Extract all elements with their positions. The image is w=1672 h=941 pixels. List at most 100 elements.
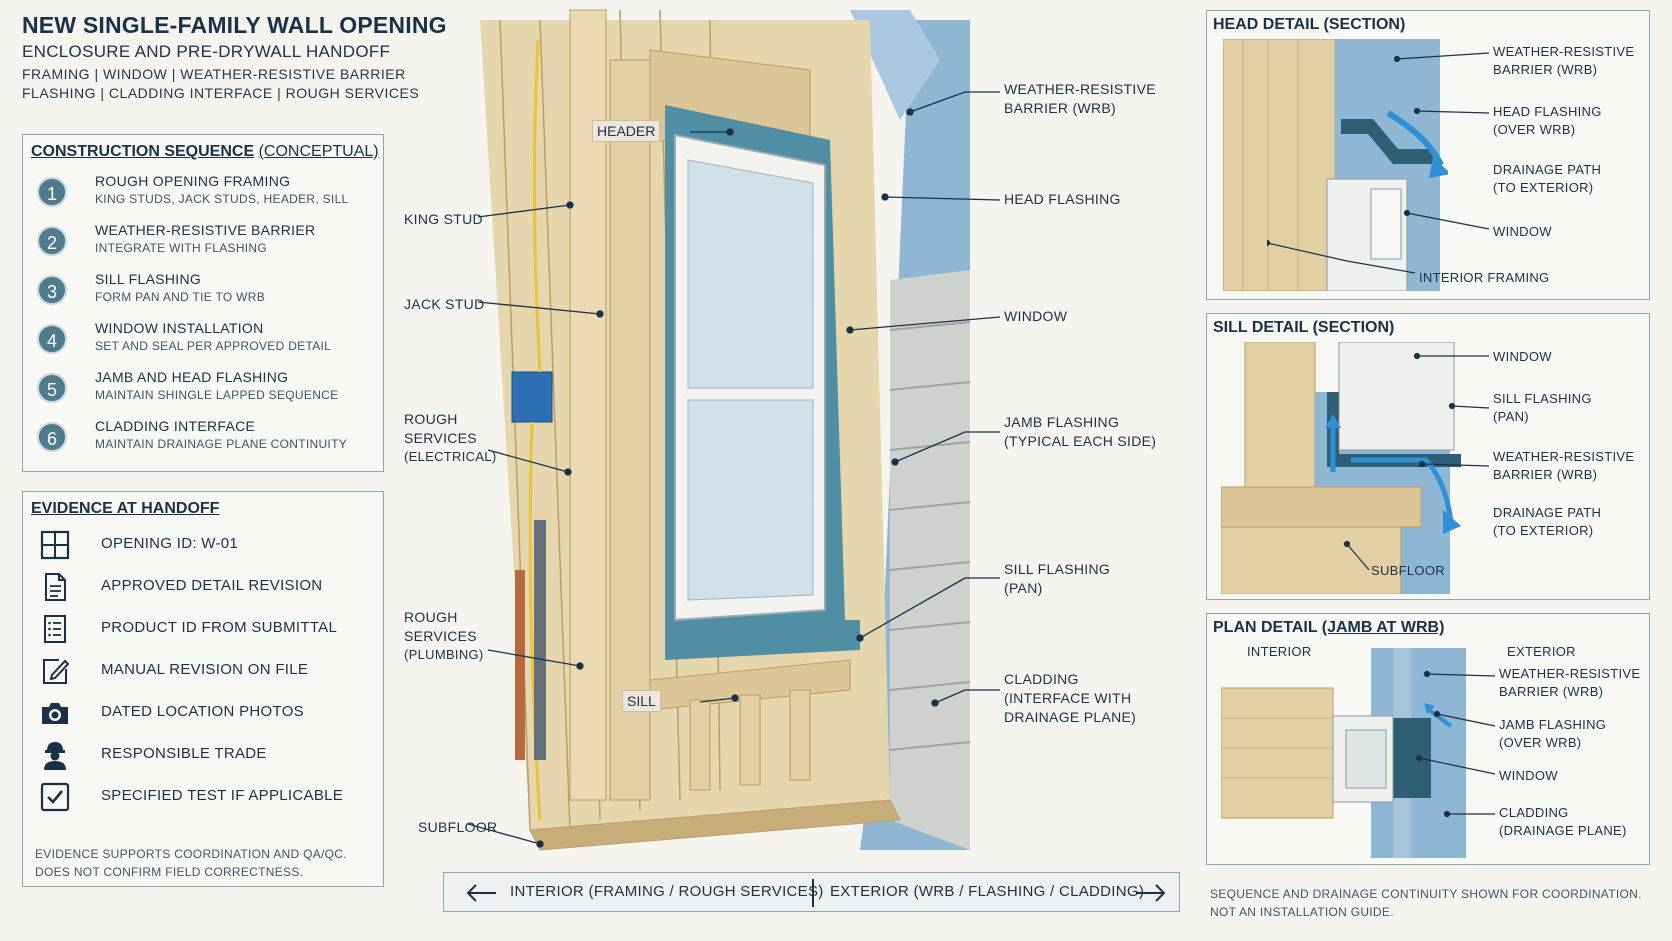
orientation-divider [812,879,814,907]
step-subtitle: SET AND SEAL PER APPROVED DETAIL [95,339,332,353]
rough-electrical-label-3: (ELECTRICAL) [404,449,497,464]
arrow-left-icon [466,884,496,902]
head-dp-label-1: DRAINAGE PATH [1493,162,1602,177]
interior-framing-block [1223,39,1336,291]
head-window-label: WINDOW [1493,224,1552,239]
sequence-step: 5 JAMB AND HEAD FLASHING MAINTAIN SHINGL… [37,367,357,411]
step-number: 3 [37,275,67,305]
scope-line-1: FRAMING | WINDOW | WEATHER-RESISTIVE BAR… [22,66,406,82]
hard-hat-worker-icon [44,742,66,770]
footer-note-1: SEQUENCE AND DRAINAGE CONTINUITY SHOWN F… [1210,887,1642,901]
head-hf-label-2: (OVER WRB) [1493,122,1576,137]
window-lower-sash [687,399,814,601]
step-title: CLADDING INTERFACE [95,418,256,434]
main-leader-lines [467,91,1001,848]
step-subtitle: FORM PAN AND TIE TO WRB [95,290,266,304]
scope-line-2: FLASHING | CLADDING INTERFACE | ROUGH SE… [22,85,420,101]
step-number: 4 [37,324,67,354]
evidence-title: EVIDENCE AT HANDOFF [31,500,220,517]
head-detail-drawing [1223,39,1448,291]
sequence-step: 2 WEATHER-RESISTIVE BARRIER INTEGRATE WI… [37,220,357,264]
cripple-studs [689,689,811,791]
evidence-label: OPENING ID: W-01 [101,535,239,552]
subfloor-label: SUBFLOOR [418,819,498,835]
sill-sf-label-2: (PAN) [1493,409,1529,424]
step-title: SILL FLASHING [95,271,202,287]
header-tag: HEADER [592,120,661,142]
jamb-flashing-label-1: JAMB FLASHING [1004,414,1120,430]
step-number: 6 [37,422,67,452]
wall-opening-illustration [480,9,971,851]
step-title: WINDOW INSTALLATION [95,320,264,336]
wrb-label-1: WEATHER-RESISTIVE [1004,81,1156,97]
exterior-orientation-label: EXTERIOR (WRB / FLASHING / CLADDING) [830,883,1145,900]
electrical-wire [528,39,542,821]
head-hf-label-1: HEAD FLASHING [1493,104,1602,119]
rough-plumbing-label-3: (PLUMBING) [404,647,484,662]
sill-sf-label-1: SILL FLASHING [1493,391,1592,406]
sill-leader-lines [1343,352,1490,571]
orientation-bar: INTERIOR (FRAMING / ROUGH SERVICES) EXTE… [443,872,1180,912]
document-icon [45,573,66,601]
evidence-item: DATED LOCATION PHOTOS [37,695,357,731]
cladding-label-3: DRAINAGE PLANE) [1004,709,1137,725]
electrical-box [511,371,553,423]
cladding-siding [889,270,971,850]
evidence-label: APPROVED DETAIL REVISION [101,577,323,594]
plan-wrb-label-2: BARRIER (WRB) [1499,684,1604,699]
sequence-step: 3 SILL FLASHING FORM PAN AND TIE TO WRB [37,269,357,313]
jamb-flashing-label-2: (TYPICAL EACH SIDE) [1004,433,1157,449]
sill-pan-flashing [1315,392,1461,467]
sill-wrb-label-1: WEATHER-RESISTIVE [1493,449,1635,464]
sequence-step: 1 ROUGH OPENING FRAMING KING STUDS, JACK… [37,171,357,215]
plan-detail-drawing [1221,648,1466,858]
evidence-note-2: DOES NOT CONFIRM FIELD CORRECTNESS. [35,865,304,879]
evidence-label: DATED LOCATION PHOTOS [101,703,304,720]
head-dp-label-2: (TO EXTERIOR) [1493,180,1594,195]
rough-electrical-label-2: SERVICES [404,430,477,446]
plan-drainage-arrow [1427,708,1453,728]
sequence-panel: CONSTRUCTION SEQUENCE (CONCEPTUAL) 1 ROU… [22,134,384,472]
list-document-icon [44,615,66,643]
evidence-item: MANUAL REVISION ON FILE [37,653,357,689]
head-detail-title: HEAD DETAIL (SECTION) [1213,16,1406,33]
step-subtitle: INTEGRATE WITH FLASHING [95,241,268,255]
sill-flashing-label-2: (PAN) [1004,580,1043,596]
sill-drainage-arrow [1351,457,1454,523]
edit-pencil-icon [43,659,70,684]
plan-window-label: WINDOW [1499,768,1558,783]
sill-detail-drawing [1221,342,1461,594]
head-flashing-shape [1341,119,1433,164]
evidence-panel: EVIDENCE AT HANDOFF OPENING ID: W-01 APP… [22,491,384,887]
evidence-item: SPECIFIED TEST IF APPLICABLE [37,779,357,815]
king-stud-label: KING STUD [404,211,483,227]
camera-icon [42,703,68,724]
arrow-right-icon [1136,884,1166,902]
plan-jf-label-2: (OVER WRB) [1499,735,1582,750]
page-title: NEW SINGLE-FAMILY WALL OPENING [22,12,447,38]
head-wrb-label-2: BARRIER (WRB) [1493,62,1598,77]
evidence-label: MANUAL REVISION ON FILE [101,661,309,678]
plan-detail-title: PLAN DETAIL (JAMB AT WRB) [1213,619,1445,636]
evidence-item: OPENING ID: W-01 [37,527,357,563]
checkbox-icon [40,782,70,812]
window-upper-sash [687,159,814,389]
step-title: ROUGH OPENING FRAMING [95,173,291,189]
evidence-item: RESPONSIBLE TRADE [37,737,357,773]
step-subtitle: KING STUDS, JACK STUDS, HEADER, SILL [95,192,349,206]
page-subtitle: ENCLOSURE AND PRE-DRYWALL HANDOFF [22,42,391,61]
plan-interior-label: INTERIOR [1247,644,1312,659]
step-title: JAMB AND HEAD FLASHING [95,369,289,385]
cladding-label-2: (INTERFACE WITH [1004,690,1132,706]
sill-tag: SILL [622,690,661,712]
evidence-item: PRODUCT ID FROM SUBMITTAL [37,611,357,647]
step-number: 2 [37,226,67,256]
copper-pipe [515,570,525,760]
footer-note-2: NOT AN INSTALLATION GUIDE. [1210,905,1394,919]
sequence-title: CONSTRUCTION SEQUENCE (CONCEPTUAL) [31,143,379,160]
sill-dp-label-2: (TO EXTERIOR) [1493,523,1594,538]
sill-dp-label-1: DRAINAGE PATH [1493,505,1602,520]
sill-detail-panel: SILL DETAIL (SECTION) WINDOW SILL FLASHI… [1206,313,1650,600]
sill-flashing-label-1: SILL FLASHING [1004,561,1111,577]
evidence-label: SPECIFIED TEST IF APPLICABLE [101,787,344,804]
